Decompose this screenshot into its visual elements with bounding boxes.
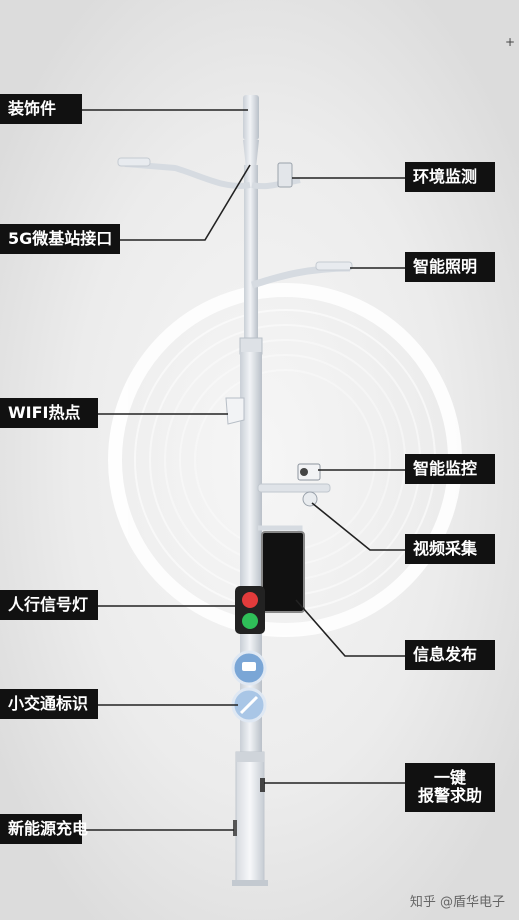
label-pedestrian-signal: 人行信号灯 xyxy=(0,590,98,621)
label-info-publishing: 信息发布 xyxy=(405,640,495,671)
label-smart-monitoring: 智能监控 xyxy=(405,454,495,485)
label-alarm-help-text: 报警求助 xyxy=(417,786,482,806)
leader-video xyxy=(311,502,405,551)
cabinet-foot xyxy=(232,880,268,886)
label-ev-charging: 新能源充电 xyxy=(0,814,88,845)
leader-info xyxy=(295,599,405,657)
label-smart-lighting-text: 智能照明 xyxy=(413,257,478,276)
wifi-ap-device xyxy=(225,397,245,425)
signal-red-light xyxy=(242,592,258,608)
label-info-publishing-text: 信息发布 xyxy=(413,645,478,664)
watermark: 知乎 @盾华电子 xyxy=(409,895,505,910)
label-traffic-sign-text: 小交通标识 xyxy=(8,694,89,713)
label-smart-monitoring-text: 智能监控 xyxy=(413,459,478,478)
pole-upper xyxy=(244,165,258,340)
leader-lines xyxy=(82,109,405,831)
label-environment-monitoring: 环境监测 xyxy=(405,162,495,193)
base-cabinet xyxy=(235,751,265,883)
environment-sensor xyxy=(277,162,293,188)
monitoring-camera xyxy=(297,463,321,481)
ornament-cap xyxy=(243,95,259,140)
top-left-lamp xyxy=(117,157,151,167)
label-one-key-alarm: 一键 报警求助 xyxy=(405,763,495,812)
charging-port xyxy=(233,820,237,836)
label-ornament-text: 装饰件 xyxy=(8,99,57,118)
lighting-lamp xyxy=(315,261,353,271)
corner-mark: + xyxy=(505,35,515,49)
label-traffic-sign: 小交通标识 xyxy=(0,689,98,720)
label-pedestrian-signal-text: 人行信号灯 xyxy=(8,595,89,614)
traffic-sign-2-glyph xyxy=(239,695,259,715)
top-right-arm xyxy=(251,177,301,190)
label-5g-interface-text: 5G微基站接口 xyxy=(8,229,113,248)
pole-joint xyxy=(239,337,263,355)
dome-camera xyxy=(302,491,318,507)
signal-green-light xyxy=(242,613,258,629)
label-ornament: 装饰件 xyxy=(0,94,82,125)
label-smart-lighting: 智能照明 xyxy=(405,252,495,283)
traffic-sign-1-glyph xyxy=(242,662,256,671)
pole xyxy=(117,95,353,886)
label-5g-interface: 5G微基站接口 xyxy=(0,224,120,255)
info-screen xyxy=(261,531,305,613)
label-environment-monitoring-text: 环境监测 xyxy=(413,167,478,186)
top-left-arm xyxy=(124,161,251,189)
label-video-capture-text: 视频采集 xyxy=(413,539,478,558)
label-one-key-text: 一键 xyxy=(433,768,466,787)
label-wifi-hotspot-text: WIFI热点 xyxy=(8,403,81,422)
label-wifi-hotspot: WIFI热点 xyxy=(0,398,98,429)
sos-button xyxy=(260,778,265,792)
label-video-capture: 视频采集 xyxy=(405,534,495,565)
cabinet-top xyxy=(236,752,264,762)
camera-lens xyxy=(300,468,308,476)
label-ev-charging-text: 新能源充电 xyxy=(8,819,89,838)
monitoring-arm xyxy=(257,483,331,493)
leader-5g xyxy=(120,164,251,241)
ornament-neck xyxy=(243,140,259,168)
